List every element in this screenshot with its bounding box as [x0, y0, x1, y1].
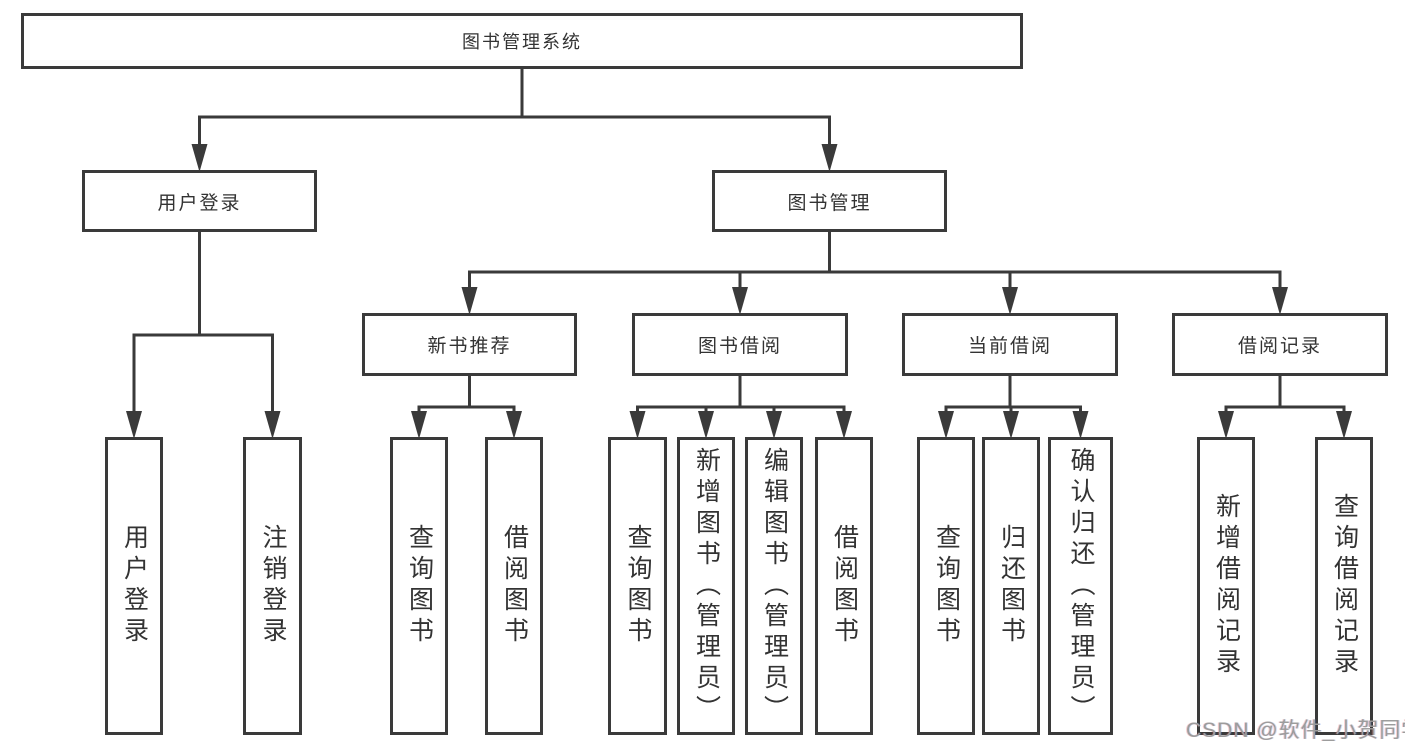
watermark: CSDN @软件_小贺同学	[1186, 719, 1405, 742]
node-bb-add-books-admin: 新增图书（管理员）	[677, 437, 735, 735]
arrowhead-icon	[836, 411, 852, 439]
node-br-add-record: 新增借阅记录	[1197, 437, 1255, 735]
node-bb-borrow-books: 借阅图书	[815, 437, 873, 735]
arrowhead-icon	[1003, 411, 1019, 439]
arrowhead-icon	[1336, 411, 1352, 439]
node-label: 用户登录	[157, 192, 242, 214]
node-label: 图书借阅	[697, 336, 782, 357]
node-label: 查询图书	[932, 524, 961, 648]
arrowhead-icon	[1272, 287, 1288, 315]
arrowhead-icon	[411, 411, 427, 439]
arrowhead-icon	[191, 144, 208, 172]
arrowhead-icon	[126, 411, 142, 439]
arrowhead-icon	[1002, 287, 1018, 315]
node-cb-return-books: 归还图书	[982, 437, 1040, 735]
node-label: 用户登录	[120, 524, 149, 648]
node-new-book-recommend: 新书推荐	[362, 313, 577, 376]
node-borrowing-records: 借阅记录	[1172, 313, 1388, 376]
node-nbr-query-books: 查询图书	[390, 437, 448, 735]
arrowhead-icon	[629, 411, 646, 439]
node-label: 确认归还（管理员）	[1067, 446, 1095, 726]
node-bb-edit-books-admin: 编辑图书（管理员）	[745, 437, 803, 735]
arrowhead-icon	[766, 411, 782, 439]
node-book-borrowing: 图书借阅	[632, 313, 848, 376]
node-label: 借阅图书	[830, 524, 859, 648]
node-book-management: 图书管理	[712, 170, 947, 232]
arrowhead-icon	[264, 411, 281, 439]
arrowhead-icon	[461, 287, 478, 315]
node-cb-confirm-return-admin: 确认归还（管理员）	[1048, 437, 1113, 735]
node-label: 新增借阅记录	[1212, 493, 1241, 679]
arrowhead-icon	[821, 144, 838, 172]
node-label: 借阅图书	[500, 524, 529, 648]
node-bb-query-books: 查询图书	[608, 437, 667, 735]
arrowhead-icon	[1072, 411, 1089, 439]
arrowhead-icon	[732, 287, 748, 315]
node-label: 借阅记录	[1237, 336, 1322, 357]
node-label: 查询图书	[405, 524, 434, 648]
arrowhead-icon	[1218, 411, 1234, 439]
node-label: 归还图书	[997, 524, 1026, 648]
node-label: 查询图书	[624, 524, 652, 648]
node-label: 图书管理系统	[462, 32, 582, 52]
node-br-query-record: 查询借阅记录	[1315, 437, 1373, 735]
arrowhead-icon	[506, 411, 522, 439]
node-label: 查询借阅记录	[1330, 493, 1359, 679]
node-current-borrowing: 当前借阅	[902, 313, 1118, 376]
node-cb-query-books: 查询图书	[917, 437, 975, 735]
node-label: 新书推荐	[427, 336, 512, 357]
node-user-login: 用户登录	[82, 170, 317, 232]
arrowhead-icon	[698, 411, 714, 439]
node-label: 编辑图书（管理员）	[760, 446, 789, 726]
node-logout: 注销登录	[243, 437, 302, 735]
node-login: 用户登录	[105, 437, 163, 735]
node-label: 当前借阅	[967, 336, 1052, 357]
node-root: 图书管理系统	[21, 13, 1023, 69]
node-nbr-borrow-books: 借阅图书	[485, 437, 543, 735]
node-label: 图书管理	[787, 192, 872, 214]
arrowhead-icon	[938, 411, 954, 439]
node-label: 新增图书（管理员）	[692, 446, 721, 726]
node-label: 注销登录	[259, 524, 287, 648]
